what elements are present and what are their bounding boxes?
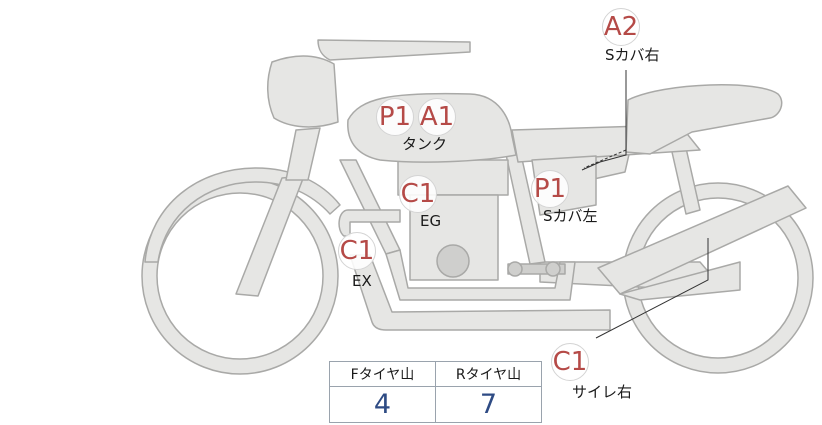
engine-cover: [436, 244, 470, 278]
damage-mark-a2: A2: [602, 8, 640, 46]
damage-mark-c1-engine: C1: [399, 175, 437, 213]
damage-mark-p1-side-cover: P1: [531, 170, 569, 208]
damage-mark-c1-exhaust: C1: [338, 232, 376, 270]
headlight: [267, 55, 339, 128]
muffler: [597, 185, 807, 295]
damage-mark-a1: A1: [418, 98, 456, 136]
engine-body: [409, 194, 499, 281]
front-tire-tread-header: Fタイヤ山: [329, 361, 436, 387]
damage-mark-c1-silencer: C1: [551, 343, 589, 381]
label-tank: タンク: [402, 135, 448, 153]
front-rim: [156, 192, 324, 360]
damage-mark-p1-tank: P1: [376, 98, 414, 136]
handlebar: [317, 39, 471, 61]
fork-upper: [285, 127, 321, 181]
label-side-cover-right: Sカバ右: [605, 46, 660, 64]
muffler-base: [619, 261, 741, 301]
rear-tire-tread-header: Rタイヤ山: [435, 361, 542, 387]
label-exhaust: EX: [352, 272, 372, 290]
front-tire-tread-value: 4: [329, 386, 436, 423]
label-side-cover-left: Sカバ左: [543, 207, 598, 225]
exhaust-header: [338, 209, 401, 237]
label-engine: EG: [420, 212, 442, 230]
seat: [625, 84, 783, 155]
label-silencer-right: サイレ右: [572, 383, 633, 401]
frame-cradle: [385, 249, 576, 301]
front-fender: [144, 167, 341, 263]
tire-tread-table: Fタイヤ山 Rタイヤ山 4 7: [329, 361, 542, 423]
rear-tire-tread-value: 7: [435, 386, 542, 423]
exhaust-pipe: [349, 254, 611, 331]
leader-line-a2: [581, 70, 627, 171]
